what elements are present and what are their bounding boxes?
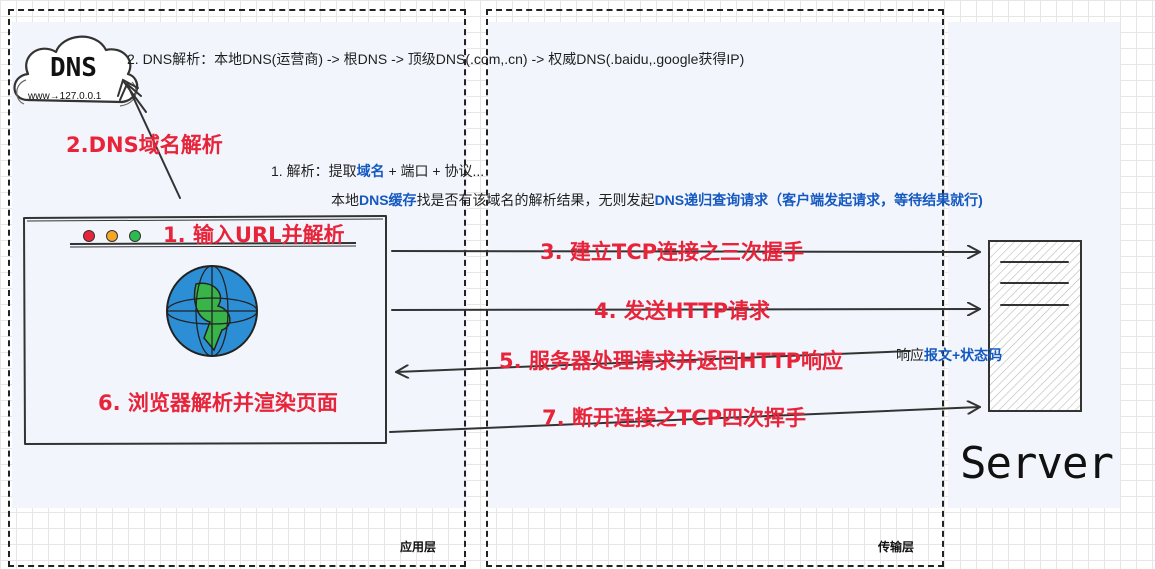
response-note-highlight: 报文+状态码 xyxy=(924,347,1003,363)
parse-note-suffix: + 端口 + 协议... xyxy=(384,163,485,179)
browser-window-icon xyxy=(23,215,387,445)
dns-cache-note-part1: 本地 xyxy=(331,192,359,208)
transport-layer-label: 传输层 xyxy=(878,540,915,554)
dns-cloud-icon xyxy=(13,35,139,107)
parse-note: 1. 解析：提取域名 + 端口 + 协议... xyxy=(271,161,484,181)
parse-note-prefix: 1. 解析：提取 xyxy=(271,163,357,179)
application-layer-label: 应用层 xyxy=(400,540,437,554)
minimize-dot-icon xyxy=(106,230,118,242)
step-6-label: 6. 浏览器解析并渲染页面 xyxy=(98,391,338,415)
server-label: Server xyxy=(960,438,1114,489)
step-2-label: 2.DNS域名解析 xyxy=(66,133,223,157)
browser-dots-icon xyxy=(83,230,141,242)
maximize-dot-icon xyxy=(129,230,141,242)
step-4-label: 4. 发送HTTP请求 xyxy=(594,299,770,323)
parse-note-highlight: 域名 xyxy=(356,163,385,179)
dns-cloud-subtitle: www→127.0.0.1 xyxy=(28,91,102,102)
step-7-label: 7. 断开连接之TCP四次挥手 xyxy=(542,406,807,430)
step-1-label: 1. 输入URL并解析 xyxy=(163,223,345,247)
dns-cache-note: 本地DNS缓存找是否有该域名的解析结果，无则发起DNS递归查询请求（客户端发起请… xyxy=(331,190,983,210)
dns-cache-note-highlight2: DNS递归查询请求（客户端发起请求，等待结果就行) xyxy=(654,192,983,208)
response-note-prefix: 响应 xyxy=(896,347,924,363)
step-5-label: 5. 服务器处理请求并返回HTTP响应 xyxy=(499,349,843,373)
transport-layer-box xyxy=(486,9,944,567)
server-icon xyxy=(988,240,1082,412)
connection-arrows xyxy=(389,251,980,433)
step-3-label: 3. 建立TCP连接之三次握手 xyxy=(540,240,805,264)
dns-cache-note-highlight1: DNS缓存 xyxy=(359,192,417,208)
middle-panel xyxy=(488,22,943,508)
dns-cache-note-part2: 找是否有该域名的解析结果，无则发起 xyxy=(416,192,655,208)
close-dot-icon xyxy=(83,230,95,242)
response-note: 响应报文+状态码 xyxy=(896,345,1002,365)
dns-lookup-arrows xyxy=(117,78,181,199)
dns-resolution-note: 2. DNS解析：本地DNS(运营商) -> 根DNS -> 顶级DNS(.co… xyxy=(127,51,745,67)
dns-cloud-title: DNS xyxy=(50,53,97,83)
globe-icon xyxy=(166,265,258,357)
application-layer-box xyxy=(8,9,466,567)
client-panel xyxy=(12,22,467,508)
